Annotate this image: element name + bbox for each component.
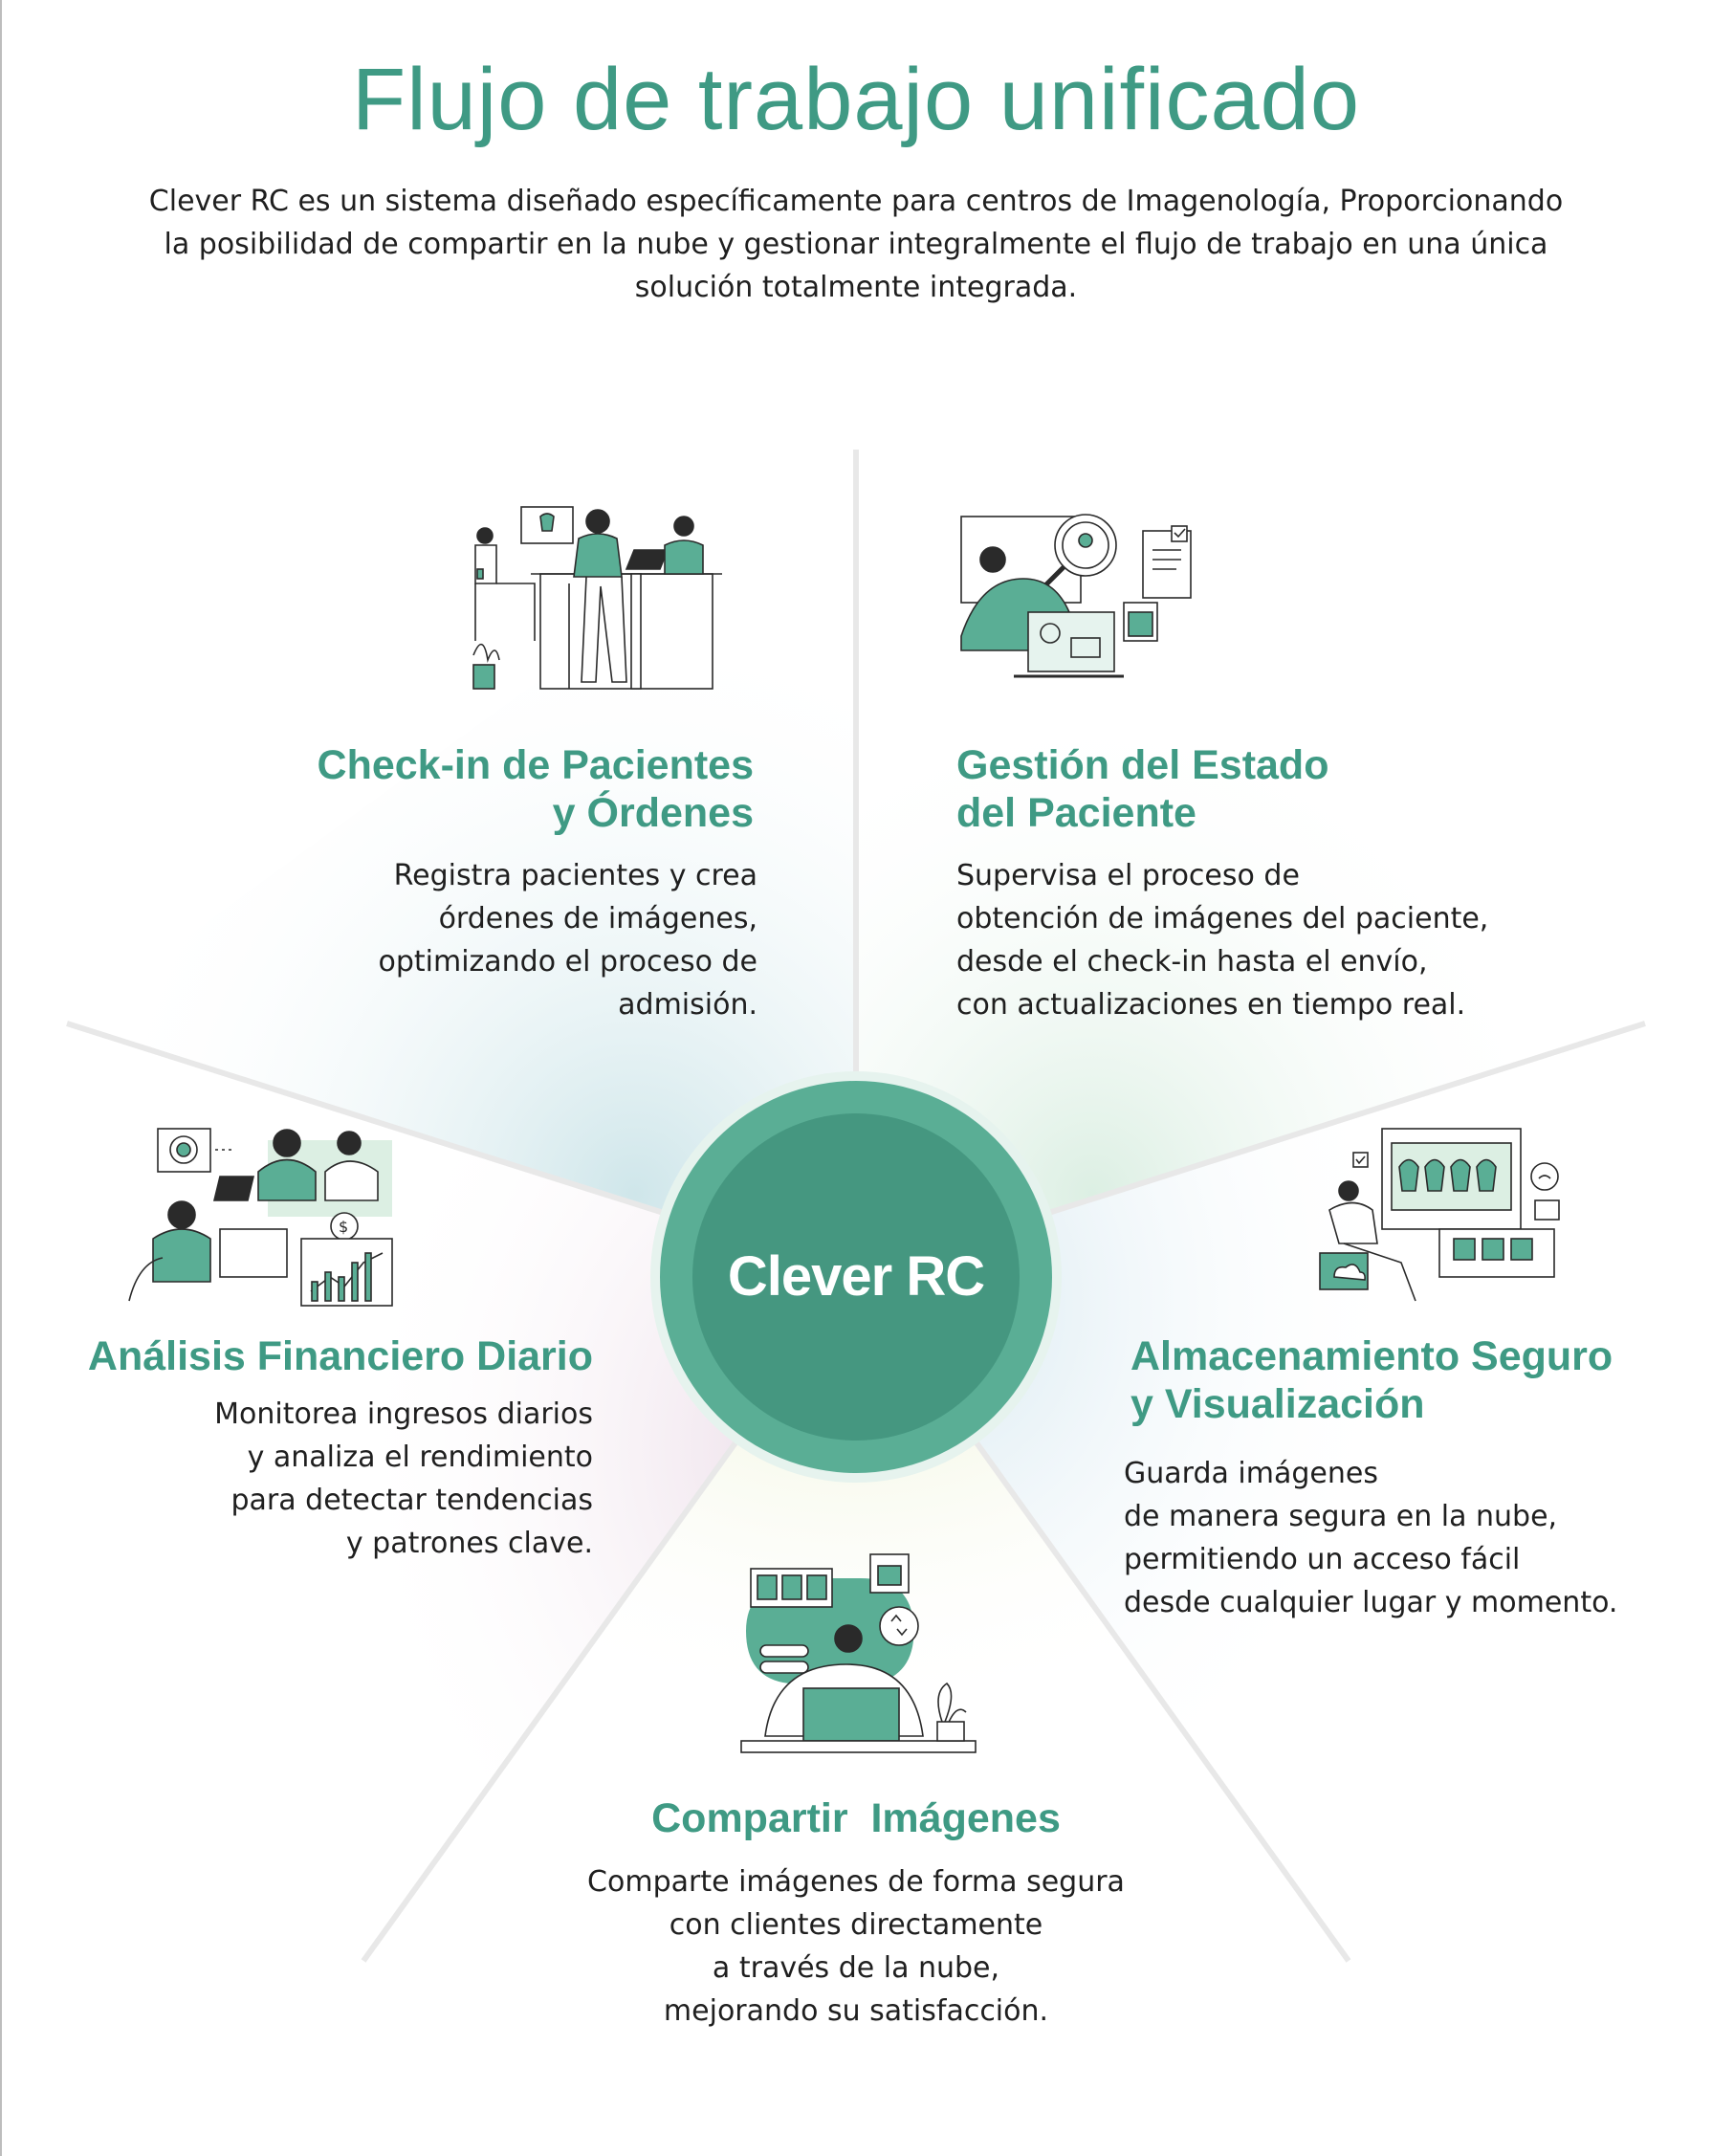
estado-description: Supervisa el proceso de obtención de imá… [956,854,1530,1026]
almacenamiento-title-line-1: Almacenamiento Seguro [1130,1333,1613,1379]
page-left-border [0,0,2,2156]
compartir-description: Comparte imágenes de forma segura con cl… [521,1860,1191,2033]
divider-right [1042,1021,1646,1218]
estado-desc-line-2: obtención de imágenes del paciente, [956,902,1489,935]
almacenamiento-description: Guarda imágenes de manera segura en la n… [1124,1452,1659,1624]
financiero-desc-line-2: y analiza el rendimiento [247,1441,593,1474]
intro-paragraph: Clever RC es un sistema diseñado específ… [148,185,1564,304]
hub-label: Clever RC [727,1245,985,1308]
compartir-desc-line-4: mejorando su satisfacción. [663,1994,1049,2028]
checkin-title: Check-in de Pacientes y Órdenes [287,741,754,837]
checkin-desc-line-1: Registra pacientes y crea [393,859,757,892]
estado-desc-line-3: desde el check-in hasta el envío, [956,945,1428,979]
almacenamiento-title-line-2: y Visualización [1130,1381,1425,1427]
hub-inner-circle [692,1113,1020,1441]
patient-search-illustration [960,514,1192,678]
divider-bottom-left [361,1433,744,1963]
estado-title-line-1: Gestión del Estado [956,742,1329,788]
financiero-description: Monitorea ingresos diarios y analiza el … [163,1393,593,1565]
financiero-desc-line-4: y patrones clave. [345,1527,593,1560]
financiero-title: Análisis Financiero Diario [77,1332,593,1380]
checkin-desc-line-2: órdenes de imágenes, [438,902,757,935]
estado-title-line-2: del Paciente [956,790,1196,836]
compartir-title-line-1: Compartir Imágenes [651,1795,1061,1841]
reception-desk-illustration [472,506,722,690]
financial-analysis-illustration: $ [128,1128,393,1307]
estado-desc-line-4: con actualizaciones en tiempo real. [956,988,1466,1022]
cloud-storage-illustration [1319,1128,1560,1302]
almacenamiento-desc-line-4: desde cualquier lugar y momento. [1124,1586,1618,1619]
compartir-desc-line-1: Comparte imágenes de forma segura [587,1865,1125,1899]
estado-title: Gestión del Estado del Paciente [956,741,1435,837]
image-sharing-illustration [740,1553,977,1753]
checkin-desc-line-4: admisión. [618,988,757,1022]
almacenamiento-desc-line-3: permitiendo un acceso fácil [1124,1543,1521,1576]
checkin-title-line-1: Check-in de Pacientes [317,742,754,788]
divider-left [66,1021,670,1218]
almacenamiento-title: Almacenamiento Seguro y Visualización [1130,1332,1666,1428]
almacenamiento-desc-line-2: de manera segura en la nube, [1124,1500,1558,1533]
checkin-title-line-2: y Órdenes [552,790,754,836]
financiero-desc-line-1: Monitorea ingresos diarios [214,1397,593,1431]
almacenamiento-desc-line-1: Guarda imágenes [1124,1457,1378,1490]
divider-bottom-right [968,1433,1351,1963]
checkin-desc-line-3: optimizando el proceso de [378,945,757,979]
page-title: Flujo de trabajo unificado [352,51,1360,148]
checkin-description: Registra pacientes y crea órdenes de imá… [325,854,757,1026]
clever-rc-hub: Clever RC [660,1081,1052,1473]
estado-desc-line-1: Supervisa el proceso de [956,859,1300,892]
compartir-desc-line-2: con clientes directamente [669,1908,1043,1942]
financiero-title-line-1: Análisis Financiero Diario [87,1333,593,1379]
compartir-title: Compartir Imágenes [521,1794,1191,1842]
financiero-desc-line-3: para detectar tendencias [230,1484,593,1517]
svg-text:$: $ [339,1218,348,1236]
compartir-desc-line-3: a través de la nube, [712,1951,1000,1985]
